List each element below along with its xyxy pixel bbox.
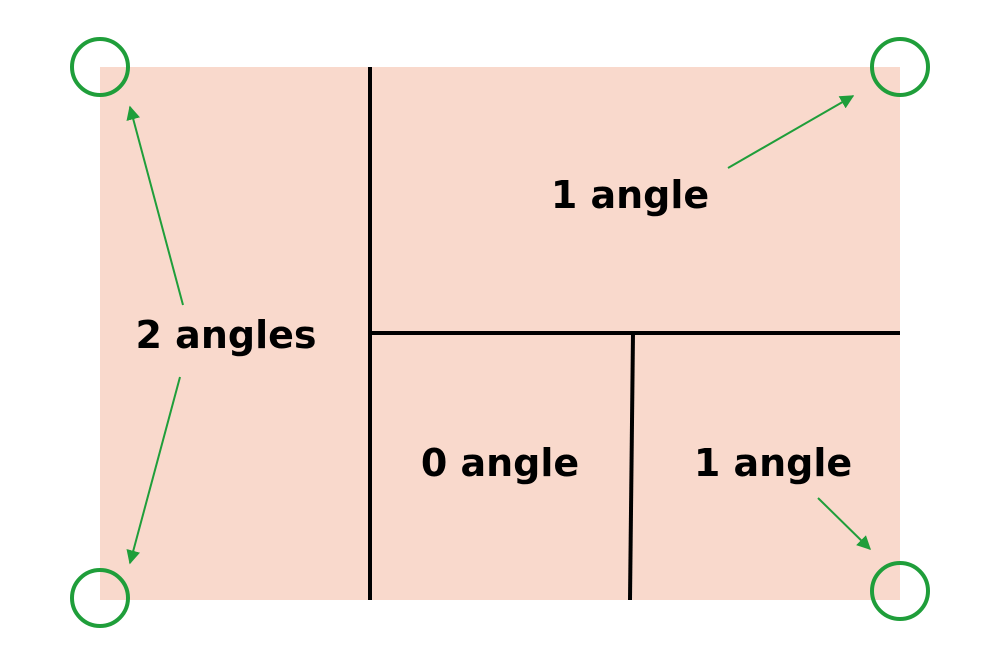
label-bottom-right: 1 angle	[694, 441, 852, 485]
label-top-right: 1 angle	[551, 173, 709, 217]
label-bottom-middle: 0 angle	[421, 441, 579, 485]
arrow-bottom-right	[817, 497, 871, 550]
corner-circle-top-left	[70, 37, 130, 97]
label-left: 2 angles	[136, 313, 317, 357]
corner-circle-bottom-left	[70, 568, 130, 628]
vertical-divider-right	[628, 332, 635, 601]
arrow-top-right	[727, 95, 855, 169]
corner-circle-top-right	[870, 37, 930, 97]
arrow-left-down	[126, 376, 181, 565]
arrow-left-up	[126, 105, 184, 306]
corner-circle-bottom-right	[870, 561, 930, 621]
